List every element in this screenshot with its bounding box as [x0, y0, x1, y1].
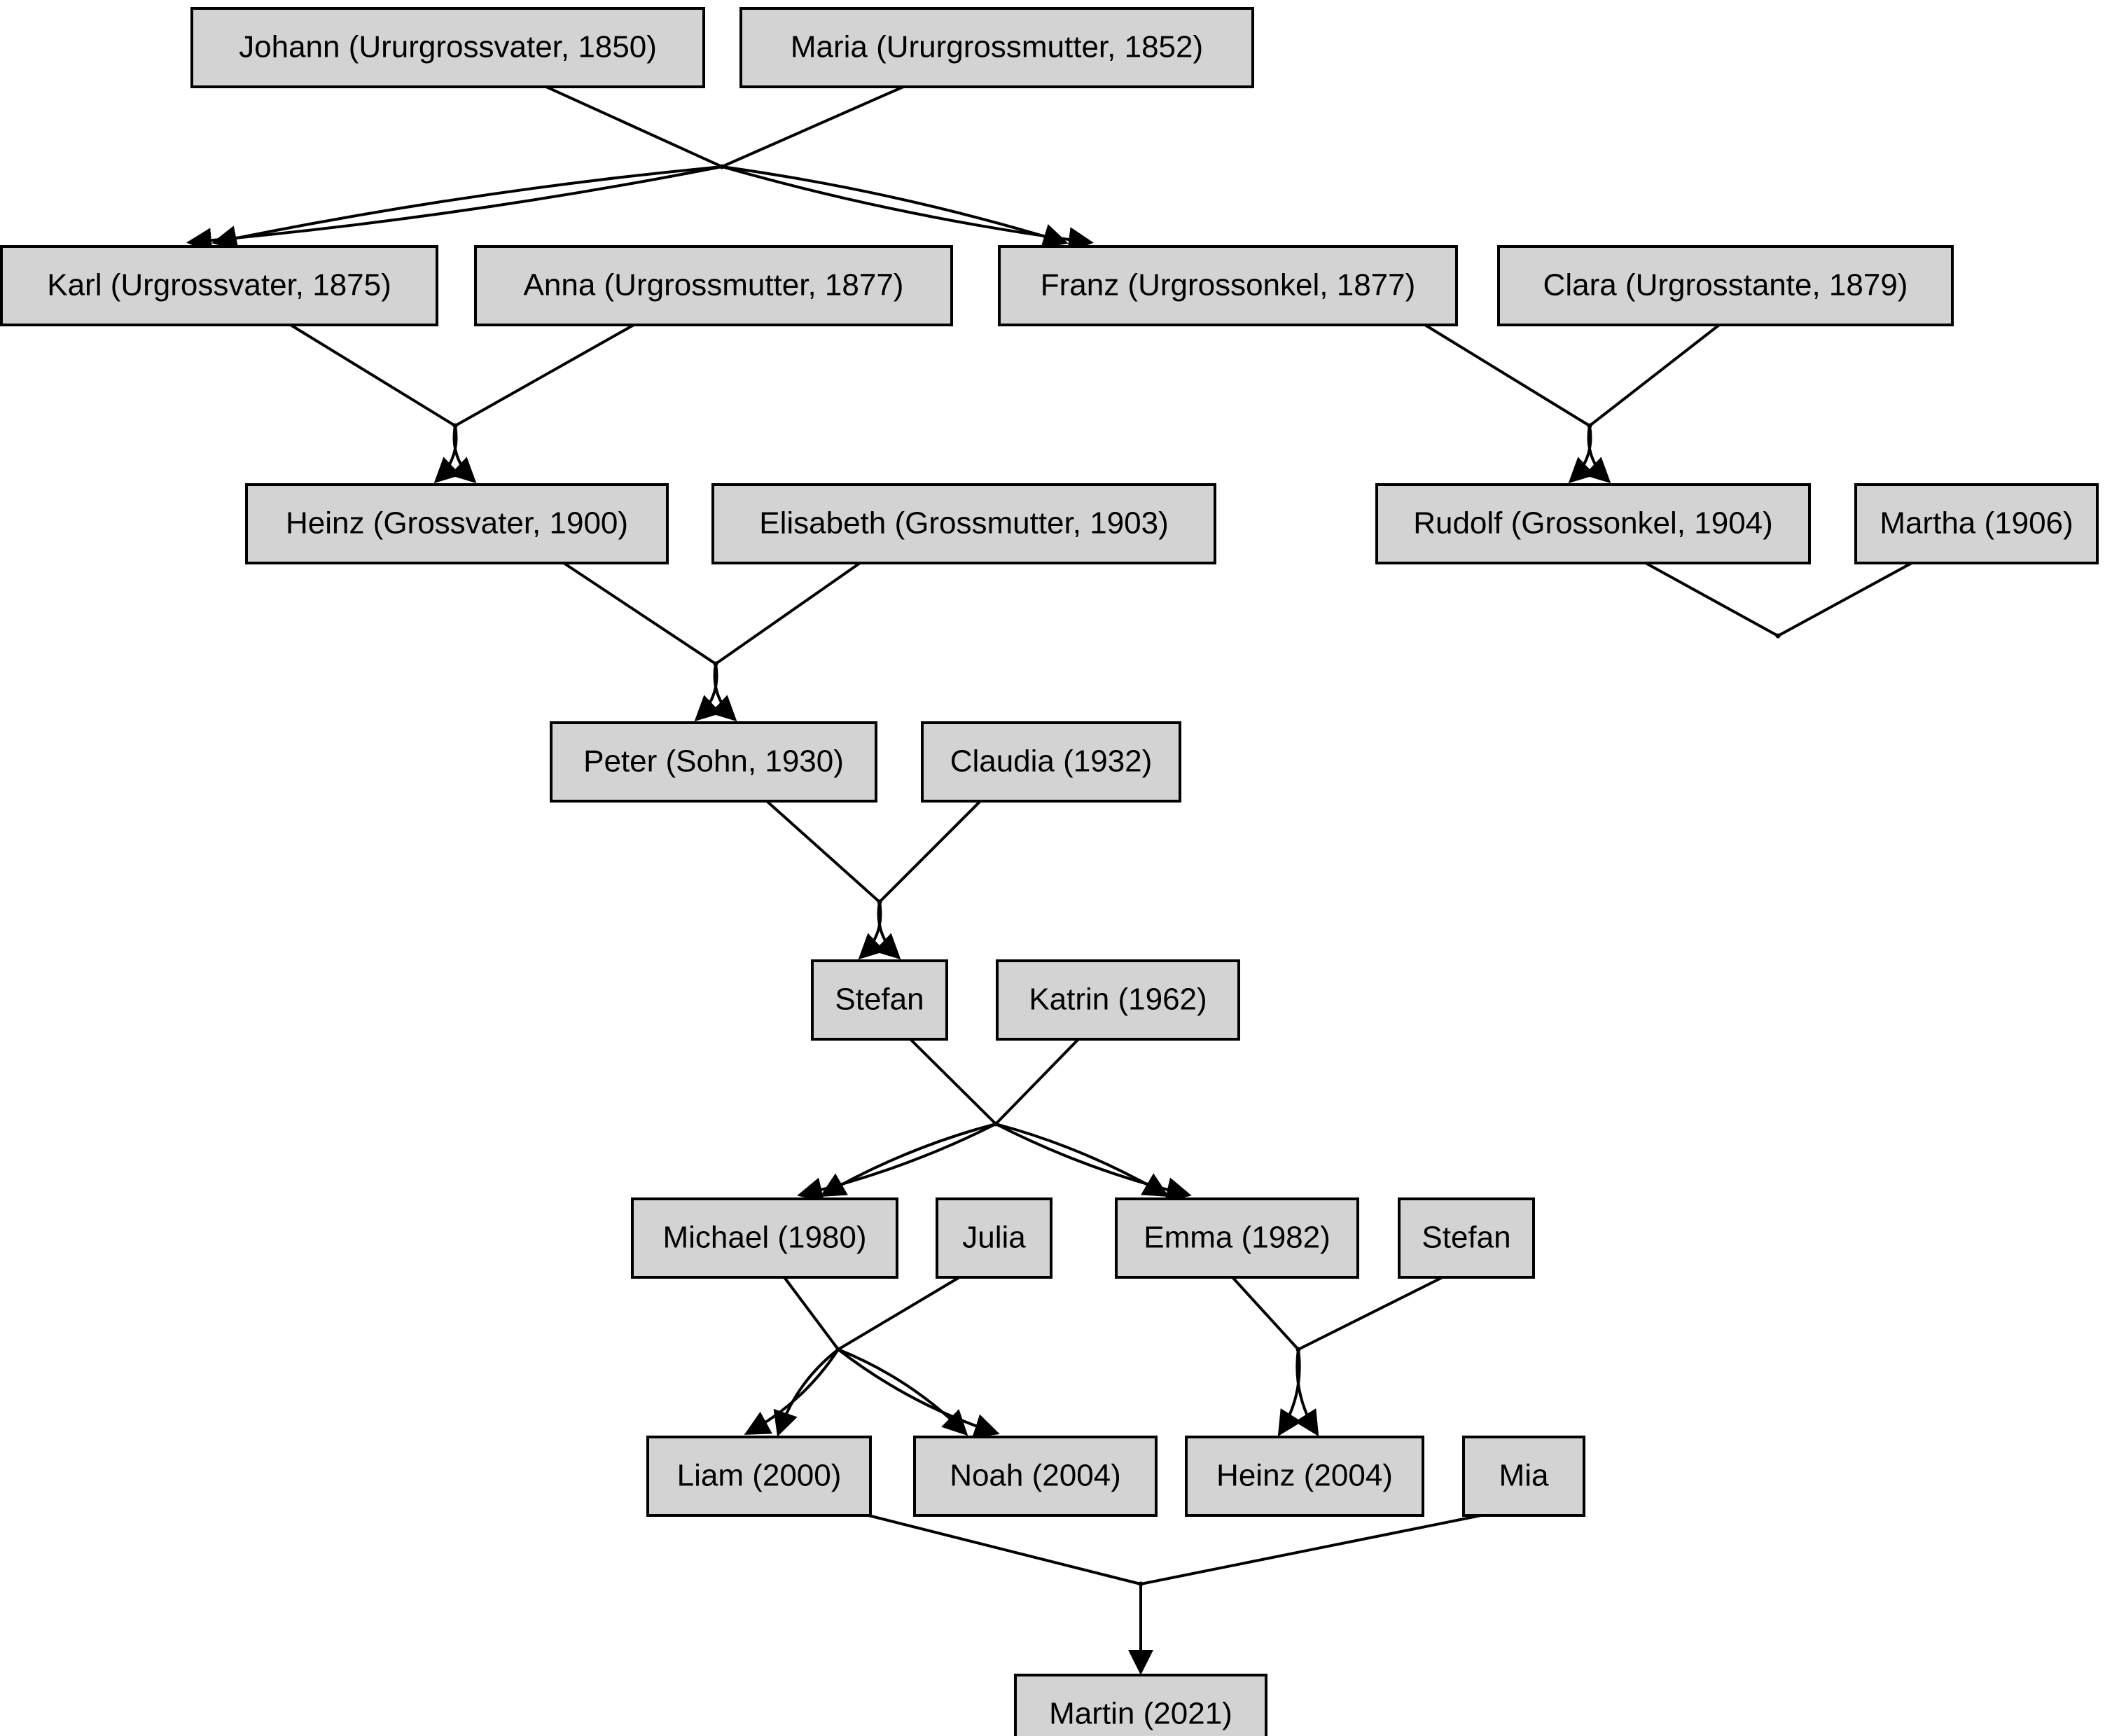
edge-arrow [838, 1348, 968, 1436]
edge-arrow [433, 425, 461, 484]
tree-node-michael[interactable]: Michael (1980) [631, 1197, 898, 1279]
tree-node-mia[interactable]: Mia [1462, 1436, 1585, 1517]
node-box[interactable] [811, 959, 948, 1041]
edge-stem [868, 1514, 1141, 1585]
node-box[interactable] [190, 7, 705, 88]
tree-node-franz[interactable]: Franz (Urgrossonkel, 1877) [998, 245, 1458, 326]
tree-node-katrin[interactable]: Katrin (1962) [996, 959, 1240, 1041]
tree-node-rudolf[interactable]: Rudolf (Grossonkel, 1904) [1375, 483, 1811, 564]
node-box[interactable] [998, 245, 1458, 326]
tree-node-liam[interactable]: Liam (2000) [646, 1436, 872, 1517]
edge-stem [721, 85, 904, 168]
node-box[interactable] [1497, 245, 1954, 326]
node-box[interactable] [739, 7, 1254, 88]
edge-stem [289, 324, 457, 427]
edge-arrow [797, 1123, 996, 1202]
edge-arrow [721, 165, 1069, 249]
edge-arrow [1294, 1349, 1319, 1437]
node-box[interactable] [921, 721, 1181, 803]
node-box[interactable] [631, 1197, 898, 1279]
edge-stem [454, 324, 634, 427]
tree-node-johann[interactable]: Johann (Ururgrossvater, 1850) [190, 7, 705, 88]
tree-node-peter[interactable]: Peter (Sohn, 1930) [550, 721, 877, 803]
tree-node-martin[interactable]: Martin (2021) [1014, 1674, 1267, 1736]
edge-arrow [858, 901, 886, 960]
edge-arrow [721, 165, 1094, 252]
edge-stem [714, 562, 861, 665]
edge-stem [837, 1276, 961, 1351]
node-layer: Johann (Ururgrossvater, 1850) Maria (Urur… [0, 7, 2099, 1736]
node-box[interactable] [1462, 1436, 1585, 1517]
edge-layer [186, 85, 1912, 1675]
tree-node-claudia[interactable]: Claudia (1932) [921, 721, 1181, 803]
node-box[interactable] [1375, 483, 1811, 564]
node-box[interactable] [1398, 1197, 1535, 1279]
edge-arrow [1277, 1349, 1302, 1437]
node-box[interactable] [550, 721, 877, 803]
edge-stem [1424, 324, 1591, 427]
edge-arrow [449, 425, 477, 484]
tree-node-stefan1[interactable]: Stefan [811, 959, 948, 1041]
tree-node-noah[interactable]: Noah (2004) [913, 1436, 1158, 1517]
edge-stem [1140, 1514, 1482, 1585]
tree-node-anna[interactable]: Anna (Urgrossmutter, 1877) [474, 245, 953, 326]
edge-joint-dot [1775, 633, 1781, 639]
edge-stem [765, 800, 881, 903]
node-box[interactable] [1185, 1436, 1424, 1517]
node-box[interactable] [245, 483, 669, 564]
tree-node-karl[interactable]: Karl (Urgrossvater, 1875) [0, 245, 438, 326]
edge-arrow [873, 901, 901, 960]
edge-stem [878, 800, 982, 903]
edge-stem [1588, 324, 1721, 427]
edge-arrow [819, 1123, 996, 1197]
tree-node-clara[interactable]: Clara (Urgrosstante, 1879) [1497, 245, 1954, 326]
node-box[interactable] [474, 245, 953, 326]
node-box[interactable] [936, 1197, 1052, 1279]
node-box[interactable] [1115, 1197, 1359, 1279]
edge-stem [546, 85, 723, 168]
tree-node-maria[interactable]: Maria (Ururgrossmutter, 1852) [739, 7, 1254, 88]
node-box[interactable] [1014, 1674, 1267, 1736]
edge-arrow [837, 1348, 1000, 1438]
edge-arrow [773, 1348, 840, 1437]
node-box[interactable] [711, 483, 1216, 564]
edge-stem [562, 562, 717, 665]
edge-arrow [186, 165, 723, 254]
tree-node-elisabeth[interactable]: Elisabeth (Grossmutter, 1903) [711, 483, 1216, 564]
edge-arrow [211, 165, 723, 251]
tree-node-emma[interactable]: Emma (1982) [1115, 1197, 1359, 1279]
edge-arrow [744, 1348, 840, 1435]
edge-arrow [1568, 425, 1596, 484]
edge-stem [909, 1038, 997, 1125]
edge-arrow [1583, 425, 1611, 484]
node-box[interactable] [1854, 483, 2099, 564]
tree-node-heinz1[interactable]: Heinz (Grossvater, 1900) [245, 483, 669, 564]
edge-arrow [709, 663, 737, 722]
node-box[interactable] [996, 959, 1240, 1041]
edge-stem [783, 1276, 840, 1351]
edge-stem [1298, 1276, 1443, 1351]
tree-node-stefan2[interactable]: Stefan [1398, 1197, 1535, 1279]
edge-arrow [694, 663, 722, 722]
edge-stem [1777, 562, 1912, 637]
edge-arrow [995, 1123, 1169, 1197]
tree-node-heinz2[interactable]: Heinz (2004) [1185, 1436, 1424, 1517]
edge-stem [1231, 1276, 1300, 1351]
tree-node-julia[interactable]: Julia [936, 1197, 1052, 1279]
node-box[interactable] [646, 1436, 872, 1517]
edge-arrow [995, 1123, 1192, 1202]
node-box[interactable] [0, 245, 438, 326]
edge-stem [1645, 562, 1779, 637]
node-box[interactable] [913, 1436, 1158, 1517]
tree-node-martha[interactable]: Martha (1906) [1854, 483, 2099, 564]
edge-stem [994, 1038, 1080, 1125]
